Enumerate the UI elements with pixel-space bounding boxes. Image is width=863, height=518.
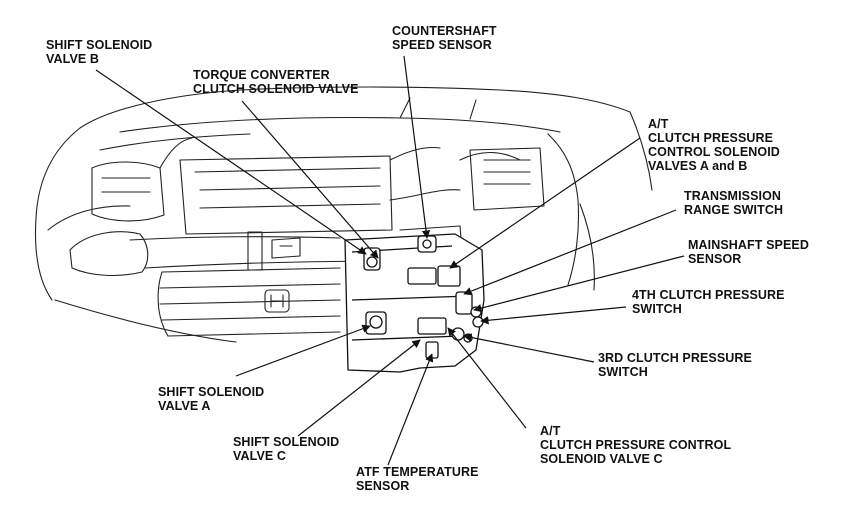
label-at-clutch-pressure-control-c: A/T CLUTCH PRESSURE CONTROL SOLENOID VAL… [540, 424, 732, 466]
leader-shift-solenoid-a [235, 324, 371, 377]
leader-4th-clutch [480, 306, 627, 325]
label-4th-clutch-pressure-switch: 4TH CLUTCH PRESSURE SWITCH [632, 288, 785, 316]
label-countershaft-speed-sensor: COUNTERSHAFT SPEED SENSOR [392, 24, 497, 52]
label-at-clutch-pressure-control-ab: A/T CLUTCH PRESSURE CONTROL SOLENOID VAL… [648, 117, 780, 173]
label-shift-solenoid-valve-b: SHIFT SOLENOID VALVE B [46, 38, 153, 66]
label-torque-converter-clutch-solenoid: TORQUE CONVERTER CLUTCH SOLENOID VALVE [193, 68, 359, 96]
leader-mainshaft-speed [473, 255, 685, 313]
label-transmission-range-switch: TRANSMISSION RANGE SWITCH [684, 189, 784, 217]
label-atf-temperature-sensor: ATF TEMPERATURE SENSOR [356, 465, 479, 493]
leader-at-clutch-c [447, 327, 527, 429]
label-shift-solenoid-valve-a: SHIFT SOLENOID VALVE A [158, 385, 265, 413]
leader-torque-converter [241, 100, 379, 259]
label-shift-solenoid-valve-c: SHIFT SOLENOID VALVE C [233, 435, 340, 463]
leader-shift-solenoid-b [95, 69, 367, 255]
label-mainshaft-speed-sensor: MAINSHAFT SPEED SENSOR [688, 238, 809, 266]
vehicle-outline [35, 86, 653, 343]
label-3rd-clutch-pressure-switch: 3RD CLUTCH PRESSURE SWITCH [598, 351, 752, 379]
leader-transmission-range [463, 209, 677, 296]
leader-countershaft [403, 55, 431, 239]
leader-shift-solenoid-c [297, 339, 421, 437]
leader-lines [95, 55, 685, 466]
leader-at-clutch-ab [449, 137, 641, 269]
leader-atf-temp [387, 353, 434, 466]
leader-3rd-clutch [463, 333, 595, 363]
transmission-block [344, 233, 485, 373]
